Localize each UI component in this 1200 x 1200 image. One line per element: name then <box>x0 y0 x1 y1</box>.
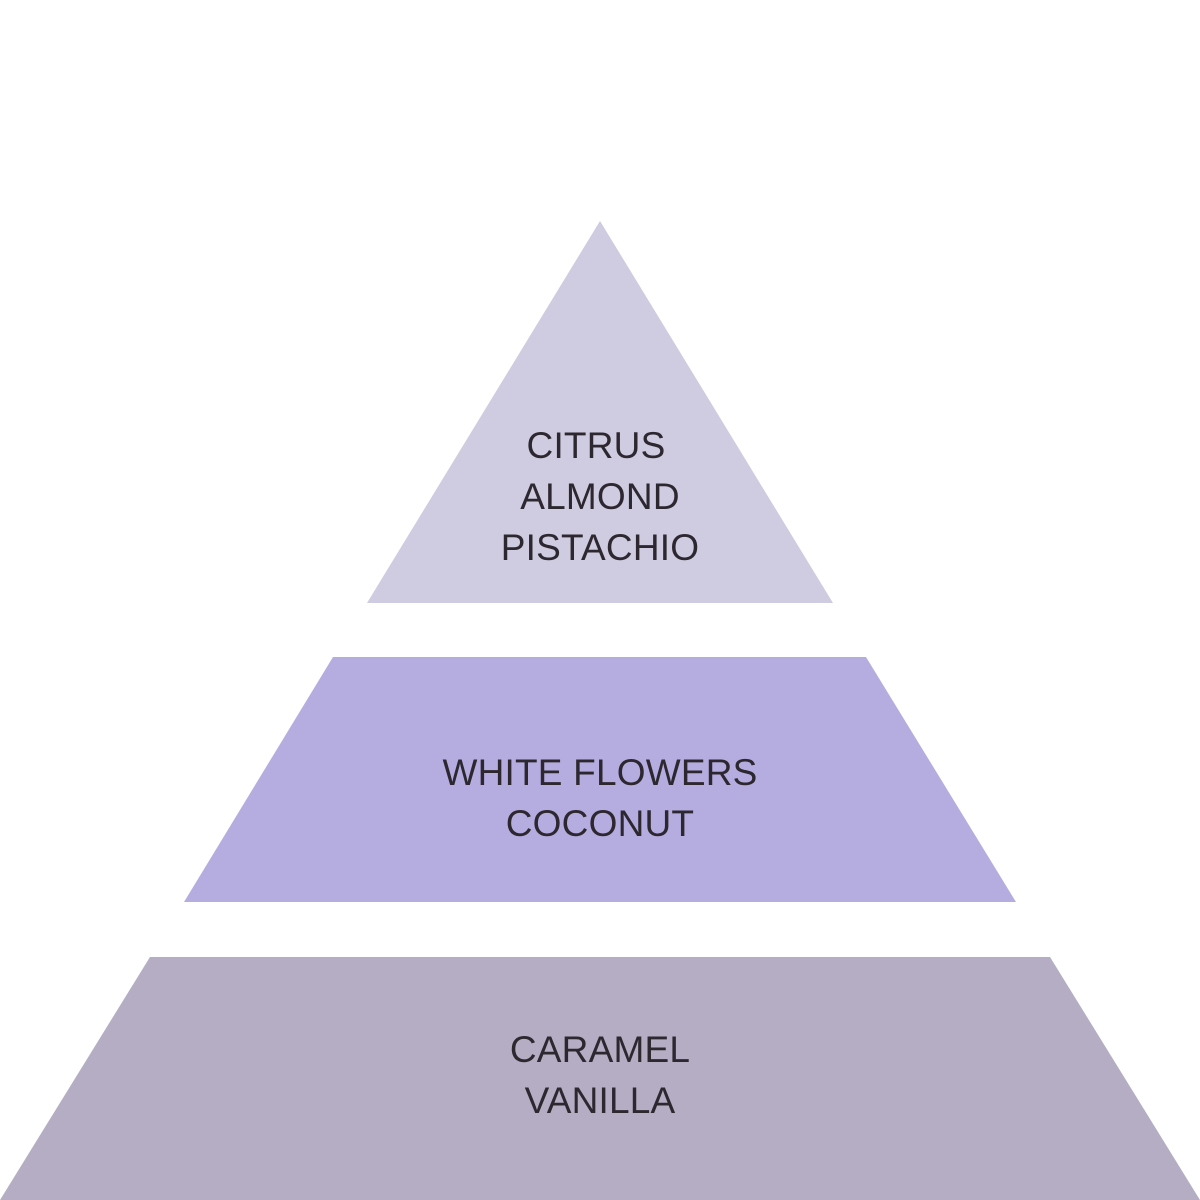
base-notes-tier <box>0 957 1200 1200</box>
top-notes-line-1: CITRUS <box>527 425 666 466</box>
top-notes-line-3: PISTACHIO <box>501 527 699 568</box>
heart-notes-tier <box>184 657 1016 902</box>
top-notes-tier <box>367 221 833 603</box>
top-notes-line-2: ALMOND <box>520 476 680 517</box>
heart-notes-line-2: COCONUT <box>506 803 694 844</box>
heart-notes-line-1: WHITE FLOWERS <box>442 752 757 793</box>
base-notes-line-1: CARAMEL <box>510 1029 690 1070</box>
base-notes-line-2: VANILLA <box>525 1080 676 1121</box>
